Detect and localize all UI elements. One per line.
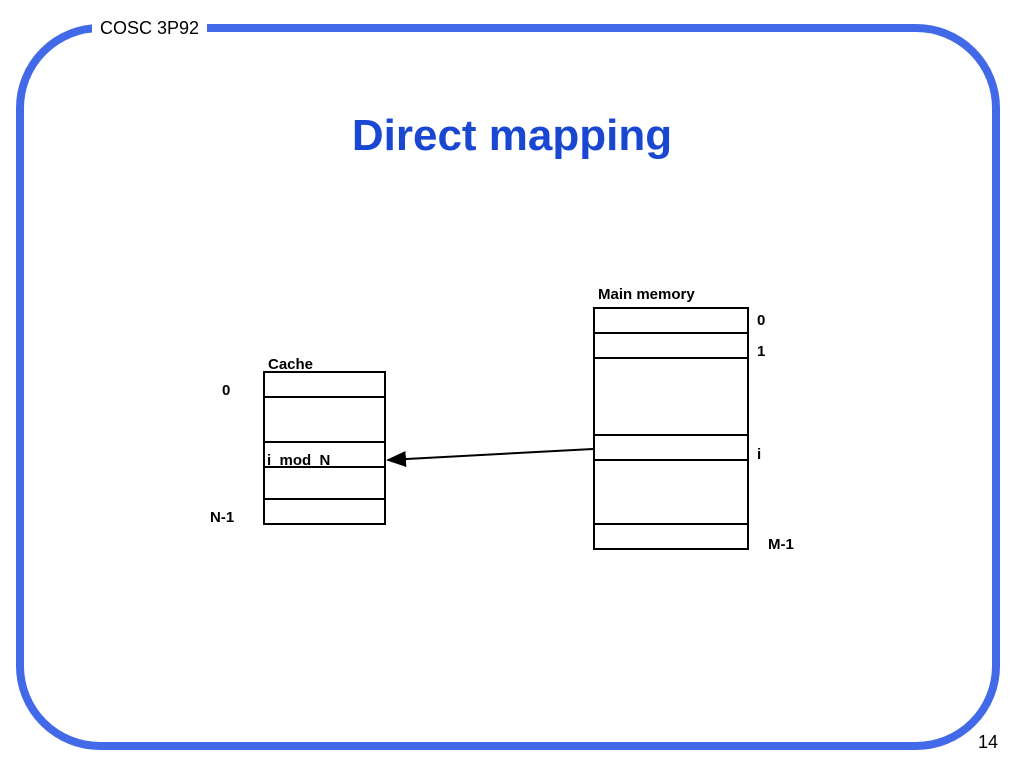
memory-index-last: M-1 xyxy=(768,536,794,553)
page-number: 14 xyxy=(977,732,998,752)
memory-index-0: 0 xyxy=(757,312,765,329)
memory-outline xyxy=(593,307,749,550)
cache-slot-label: i mod N xyxy=(267,452,330,469)
memory-index-i: i xyxy=(757,446,761,463)
memory-index-1: 1 xyxy=(757,343,765,360)
slide-frame xyxy=(16,24,1000,750)
cache-block: Cache 0 N-1 i mod N xyxy=(210,356,386,526)
slide-title: Direct mapping xyxy=(351,111,673,160)
mapping-arrow xyxy=(386,448,594,468)
cache-index-last: N-1 xyxy=(210,509,234,526)
course-label: COSC 3P92 xyxy=(92,16,208,40)
cache-label: Cache xyxy=(268,356,313,373)
cache-outline xyxy=(263,371,386,525)
memory-block: Main memory 0 1 i M-1 xyxy=(593,286,794,553)
memory-label: Main memory xyxy=(598,286,695,303)
cache-index-first: 0 xyxy=(222,382,230,399)
